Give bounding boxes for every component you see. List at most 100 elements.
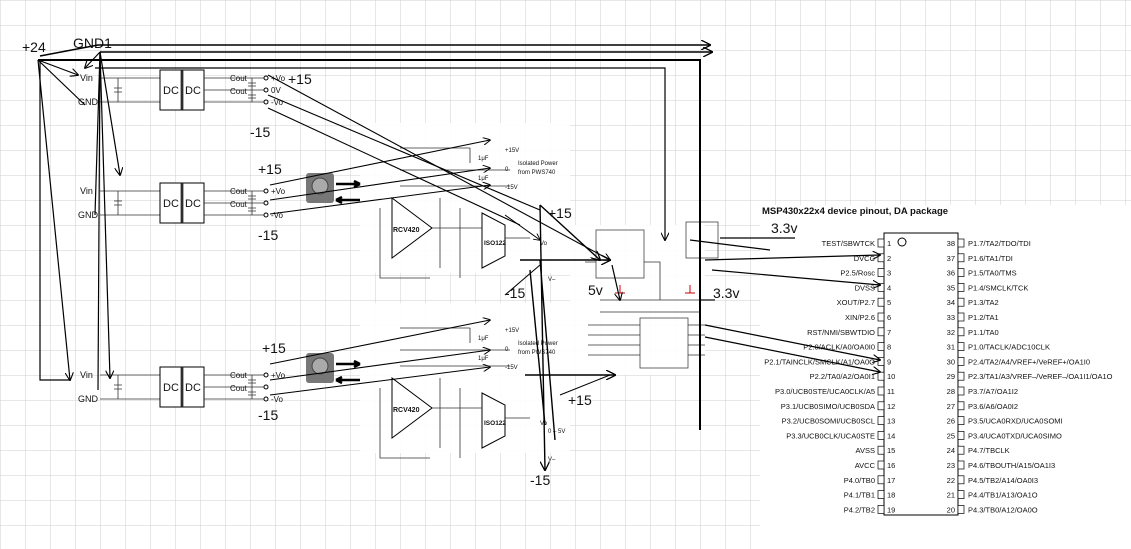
cap-label: 1μF — [478, 336, 489, 342]
power-title: Isolated Power — [518, 161, 558, 167]
mcu-pin — [877, 297, 885, 307]
mcu-pin-number: 19 — [887, 505, 895, 514]
mcu-pin-label: P2.2/TA0/A2/OA0I1 — [810, 372, 875, 381]
adc-chip — [639, 317, 689, 369]
mcu-pin-number: 33 — [947, 313, 955, 322]
mcu-pin-number: 26 — [947, 417, 955, 426]
dc-block-2-label: DC — [185, 382, 201, 394]
output-label: +Vo — [271, 371, 286, 380]
mcu-pin-number: 30 — [947, 357, 955, 366]
vminus-label: V– — [548, 277, 556, 283]
mcu-pin — [957, 401, 965, 411]
label-m15-b: -15 — [258, 227, 278, 243]
mcu-pin-label: P3.2/UCB0SOMI/UCB0SCL — [782, 417, 875, 426]
mcu-pin-number: 3 — [887, 269, 891, 278]
cout-label: Cout — [230, 87, 248, 96]
label-p15-c: +15 — [262, 340, 286, 356]
msp430-chip: MSP430x22x4 device pinout, DA package TE… — [760, 205, 1131, 549]
mcu-pin — [877, 416, 885, 425]
mcu-pin — [877, 238, 885, 248]
mcu-pin-number: 34 — [947, 298, 955, 307]
rcv420-label: RCV420 — [393, 227, 420, 234]
mcu-pin-label: P2.5/Rosc — [840, 269, 875, 278]
mcu-pin — [877, 445, 885, 455]
cap-label: 1μF — [478, 356, 489, 362]
mcu-pin — [877, 460, 885, 470]
vo-label: Vo — [540, 241, 548, 247]
rail-p15: +15V — [505, 148, 519, 154]
mcu-pin — [877, 357, 885, 366]
mcu-pin — [877, 431, 885, 440]
mcu-pin — [957, 342, 965, 351]
power-title-2: from PWS740 — [518, 170, 556, 176]
mcu-pin-label: P4.4/TB1/A13/OA1O — [968, 491, 1038, 500]
label-33v-b: 3.3v — [771, 220, 797, 236]
mcu-pin — [957, 431, 965, 440]
mcu-pin — [957, 312, 965, 322]
dc-block-2-label: DC — [185, 198, 201, 210]
mcu-pin — [877, 342, 885, 351]
mcu-pin-number: 18 — [887, 491, 895, 500]
output-label: +Vo — [271, 187, 286, 196]
cout-label: Cout — [230, 187, 248, 196]
mcu-pin-label: P2.3/TA1/A3/VREF–/VeREF–/OA1I1/OA1O — [968, 372, 1113, 381]
mcu-pin-number: 13 — [887, 417, 895, 426]
rcv420-amp — [391, 197, 433, 259]
gnd-label: GND — [78, 394, 99, 404]
mcu-pin-number: 21 — [947, 491, 955, 500]
mcu-pin-label: P1.3/TA2 — [968, 298, 999, 307]
mcu-pin — [957, 371, 965, 381]
mcu-pin-label: DVCC — [854, 254, 876, 263]
mcu-pin-number: 11 — [887, 387, 895, 396]
mcu-pin — [957, 490, 965, 499]
cap-label: 1μF — [478, 176, 489, 182]
mcu-pin — [957, 416, 965, 425]
label-p15-b: +15 — [258, 161, 282, 177]
mcu-pin-label: P2.4/TA2/A4/VREF+/VeREF+/OA1I0 — [968, 357, 1090, 366]
mcu-pin-label: P4.3/TB0/A12/OA0O — [968, 505, 1038, 514]
mcu-pin-label: P3.6/A6/OA0I2 — [968, 402, 1018, 411]
label-p15-a: +15 — [288, 71, 312, 87]
gnd1-label: GND1 — [73, 35, 112, 51]
vin-label: Vin — [80, 370, 93, 380]
mcu-pin-label: TEST/SBWTCK — [822, 239, 875, 248]
output-label: -Vo — [271, 98, 284, 107]
output-terminal — [263, 200, 269, 206]
mcu-pin-label: P1.4/SMCLK/TCK — [968, 283, 1028, 292]
mcu-pin-label: P4.1/TB1 — [844, 491, 875, 500]
mcu-pin — [957, 327, 965, 337]
rail-p15: +15V — [505, 328, 519, 334]
mcu-pin-number: 31 — [947, 343, 955, 352]
output-label: 0V — [271, 86, 281, 95]
output-label: -Vo — [271, 211, 284, 220]
output-label: -Vo — [271, 395, 284, 404]
mcu-pin-label: P3.0/UCB0STE/UCA0CLK/A5 — [775, 387, 875, 396]
mcu-pin-label: RST/NMI/SBWTDIO — [807, 328, 875, 337]
mcu-pin-label: XOUT/P2.7 — [837, 298, 875, 307]
cap-label: 1μF — [478, 156, 489, 162]
mcu-pin-label: P1.2/TA1 — [968, 313, 999, 322]
iso122-label: ISO122 — [484, 240, 506, 247]
mcu-pin-number: 10 — [887, 372, 895, 381]
cout-label: Cout — [230, 74, 248, 83]
mcu-pin-number: 4 — [887, 283, 891, 292]
mcu-pin-label: DVSS — [855, 283, 875, 292]
mcu-pin-number: 20 — [947, 505, 955, 514]
dc-block-1-label: DC — [163, 382, 179, 394]
mcu-pin — [957, 357, 965, 366]
mcu-pin-number: 8 — [887, 343, 891, 352]
rail-m15: -15V — [505, 365, 518, 371]
mcu-pin-label: P1.7/TA2/TDO/TDI — [968, 239, 1031, 248]
label-33v-a: 3.3v — [713, 285, 739, 301]
mcu-pin-label: P2.0/ACLK/A0/OA0I0 — [803, 343, 875, 352]
mcu-pin-label: P3.7/A7/OA1I2 — [968, 387, 1018, 396]
mcu-pin-label: P4.0/TB0 — [844, 476, 875, 485]
mcu-pin — [957, 268, 965, 277]
mcu-pin-label: P3.4/UCA0TXD/UCA0SIMO — [968, 431, 1062, 440]
